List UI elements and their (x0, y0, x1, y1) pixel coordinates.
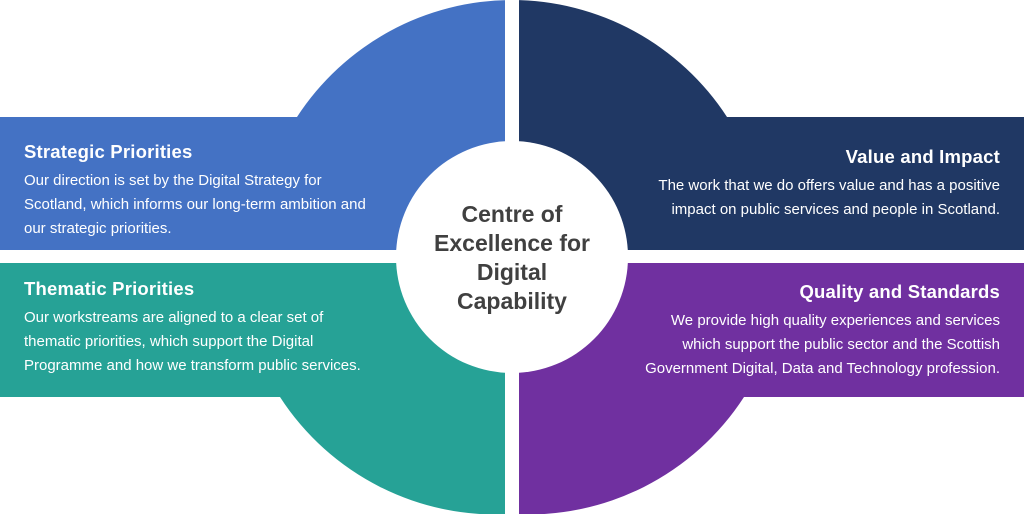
quadrant-quality-and-standards: Quality and Standards We provide high qu… (645, 281, 1000, 381)
quadrant-body-line: Scotland, which informs our long-term am… (24, 196, 366, 213)
quadrant-title: Thematic Priorities (24, 278, 195, 299)
center-circle (396, 141, 628, 373)
quadrant-thematic-priorities: Thematic Priorities Our workstreams are … (24, 278, 361, 378)
quadrant-body-line: which support the public sector and the … (682, 336, 1000, 353)
center-title-line: Excellence for (434, 230, 590, 256)
center-title: Centre of Excellence for Digital Capabil… (397, 200, 627, 316)
quadrant-value-shape (512, 0, 1024, 257)
quadrant-strategic-priorities: Strategic Priorities Our direction is se… (24, 141, 366, 241)
quadrant-thematic-shape (0, 257, 512, 514)
quadrant-title: Strategic Priorities (24, 141, 193, 162)
center-title-line: Centre of (461, 201, 563, 227)
center-title-line: Digital (476, 259, 548, 285)
quadrant-body-line: thematic priorities, which support the D… (24, 333, 314, 350)
quadrant-quality-shape (512, 257, 1024, 514)
quadrant-body-line: our strategic priorities. (24, 220, 172, 237)
quadrant-body-line: Government Digital, Data and Technology … (645, 360, 1000, 377)
quadrant-title: Value and Impact (845, 146, 1000, 167)
center-title-line: Capability (457, 288, 567, 314)
quadrant-title: Quality and Standards (799, 281, 1000, 302)
quadrant-body-line: We provide high quality experiences and … (670, 312, 1000, 329)
quadrant-body-line: Our direction is set by the Digital Stra… (24, 172, 322, 189)
quadrant-body-line: Our workstreams are aligned to a clear s… (24, 309, 324, 326)
quadrant-body-line: The work that we do offers value and has… (658, 177, 1000, 194)
quadrant-body-line: Programme and how we transform public se… (24, 357, 361, 374)
quadrant-strategic-shape (0, 0, 512, 257)
quadrant-body-line: impact on public services and people in … (671, 201, 1000, 218)
quadrant-value-and-impact: Value and Impact The work that we do off… (658, 146, 1000, 222)
